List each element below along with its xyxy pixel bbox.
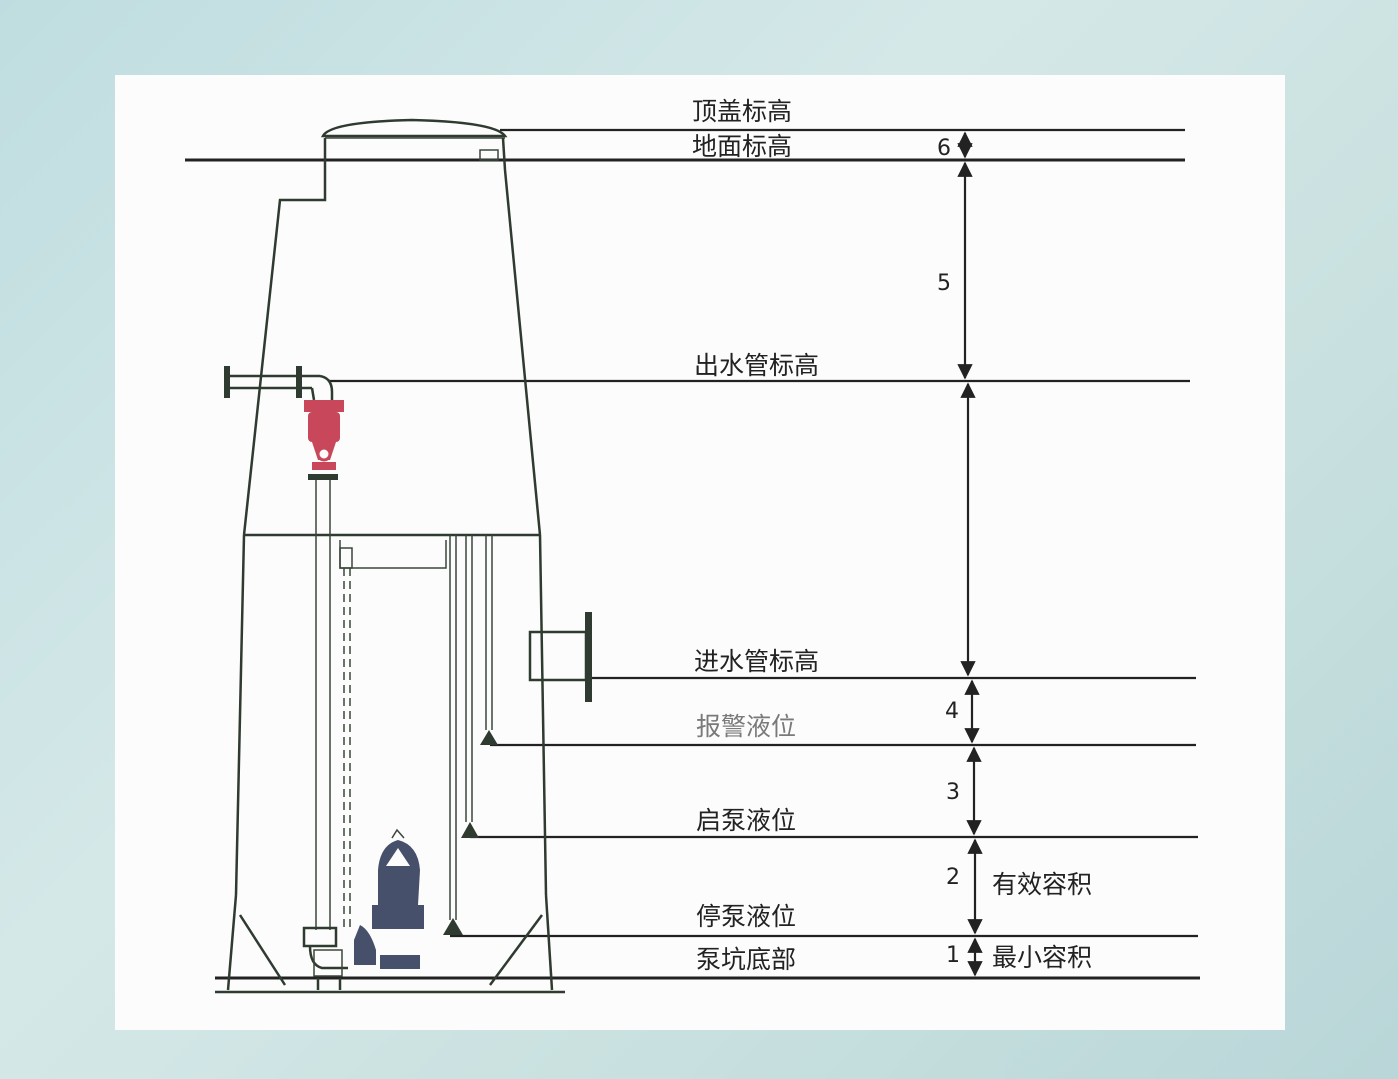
float-stop (443, 918, 463, 935)
pump-stop-label: 停泵液位 (696, 902, 796, 931)
float-switches (443, 535, 498, 935)
outlet-pipe (224, 366, 334, 401)
top-fitting (479, 149, 499, 161)
tank-left-wall-lower (234, 534, 246, 896)
dim-1-number: 1 (946, 943, 960, 968)
elevation-lines (185, 128, 1200, 980)
dimension-numbers: 6 5 4 3 2 1 (937, 136, 960, 968)
dimension-arrows (957, 131, 983, 977)
outlet-flange (224, 366, 230, 398)
dim-6-number: 6 (937, 136, 951, 161)
outlet-pipe-label: 出水管标高 (694, 351, 819, 380)
dim-4-number: 4 (945, 699, 959, 724)
diagram-paper (115, 75, 1285, 1030)
base-right-brace (488, 914, 544, 986)
inlet-pipe-label: 进水管标高 (694, 647, 819, 676)
inlet-pipe (528, 612, 592, 702)
dim-2-number: 2 (946, 865, 960, 890)
base-left-brace (238, 914, 287, 986)
base-left-leg (226, 894, 238, 991)
top-cover-label: 顶盖标高 (692, 97, 792, 126)
effective-volume-label: 有效容积 (992, 870, 1092, 899)
alarm-level-label: 报警液位 (696, 712, 796, 741)
check-valve (304, 400, 344, 480)
elevation-labels: 顶盖标高 地面标高 出水管标高 进水管标高 报警液位 启泵液位 停泵液位 泵坑底… (692, 97, 819, 974)
pump-coupling (302, 926, 348, 990)
dim-3-number: 3 (946, 780, 960, 805)
pump-start-label: 启泵液位 (696, 806, 796, 835)
pit-bottom-label: 泵坑底部 (696, 945, 796, 974)
tank-right-wall-lower (538, 534, 548, 896)
riser-pipe (315, 480, 331, 930)
top-cover (320, 118, 508, 138)
base-right-leg (544, 894, 554, 991)
inlet-flange (585, 612, 592, 702)
ground-label: 地面标高 (692, 132, 792, 161)
dim-5-number: 5 (937, 271, 951, 296)
guide-bracket (339, 540, 447, 569)
float-start (461, 822, 479, 838)
tank-left-wall-upper (242, 138, 327, 536)
minimum-volume-label: 最小容积 (992, 943, 1092, 972)
float-alarm (480, 730, 498, 745)
tank-right-wall-upper (501, 137, 542, 536)
submersible-pump (354, 828, 424, 969)
tank-structure (215, 118, 565, 994)
